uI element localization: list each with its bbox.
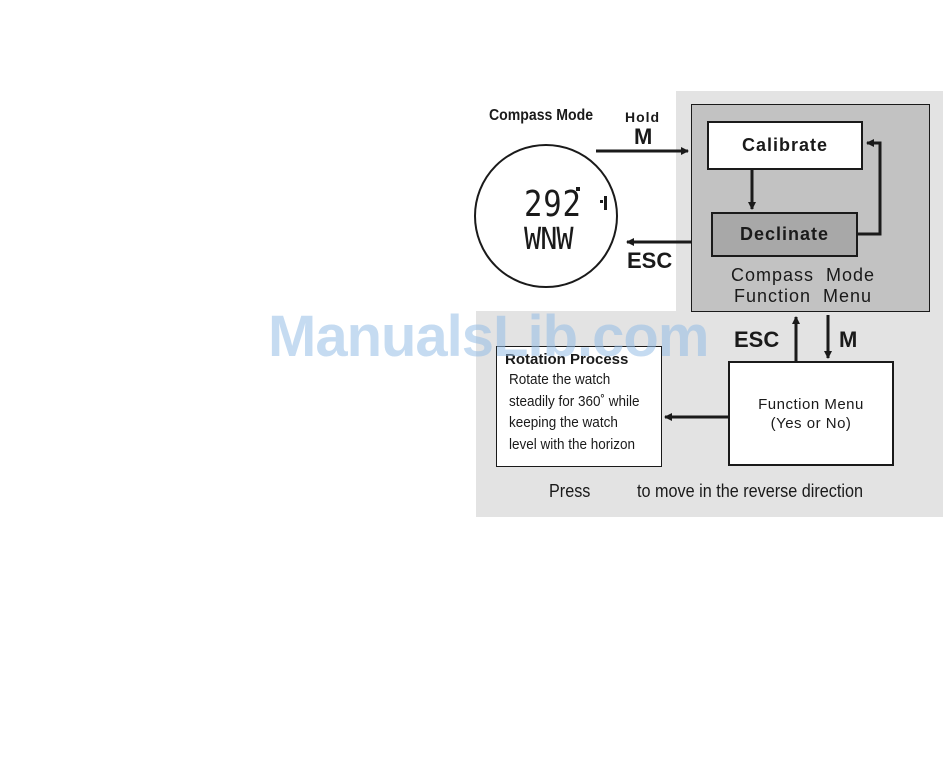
rotation-line: Rotate the watch — [509, 369, 646, 391]
function-menu-box[interactable]: Function Menu (Yes or No) — [728, 361, 894, 466]
calibrate-button[interactable]: Calibrate — [707, 121, 863, 170]
footer-note: to move in the reverse direction — [637, 481, 863, 502]
signal-icon — [600, 200, 603, 203]
m-label-menu: M — [839, 327, 857, 353]
esc-label-menu: ESC — [734, 327, 779, 353]
rotation-line: keeping the watch — [509, 412, 646, 434]
esc-label-compass: ESC — [627, 248, 672, 274]
rotation-line: steadily for 360˚ while — [509, 391, 646, 413]
watermark: ManualsLib.com — [268, 303, 708, 370]
function-menu-label: Function Menu — [758, 395, 864, 414]
compass-degrees: 292 — [524, 184, 582, 225]
function-menu-options: (Yes or No) — [771, 414, 852, 433]
rotation-line: level with the horizon — [509, 434, 646, 456]
menu-caption-line2: Function Menu — [734, 286, 872, 307]
menu-caption-line1: Compass Mode — [731, 265, 875, 286]
footer-press: Press — [549, 481, 590, 502]
declinate-button[interactable]: Declinate — [711, 212, 858, 257]
compass-direction: WNW — [524, 222, 573, 257]
